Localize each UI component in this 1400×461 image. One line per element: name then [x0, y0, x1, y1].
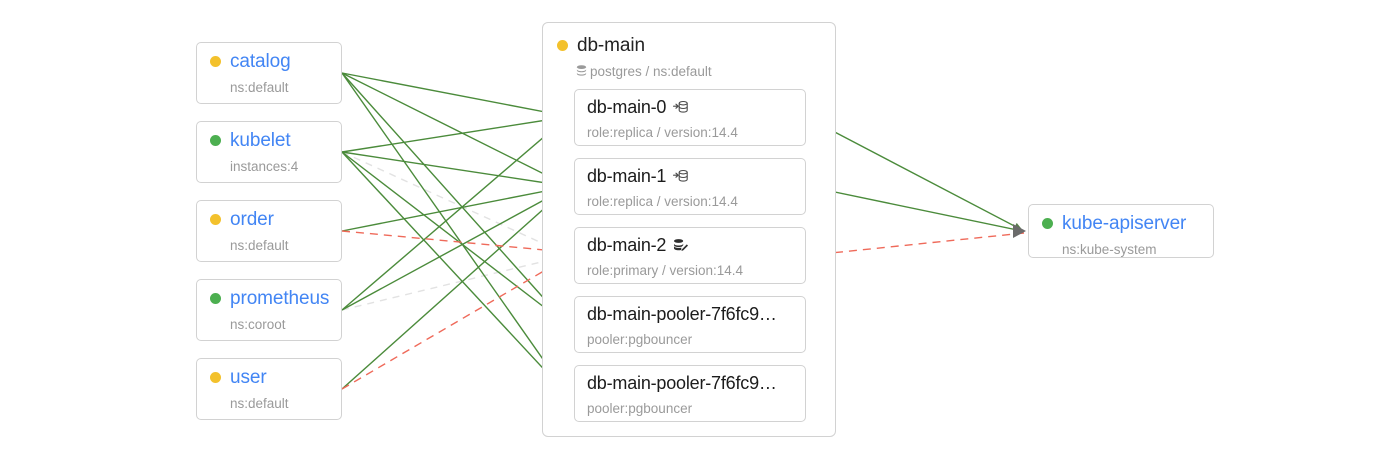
- edge-catalog-pooler-a: [341, 72, 567, 324]
- edge-kubelet-db-main-0: [341, 114, 567, 153]
- instance-subtitle: pooler:pgbouncer: [587, 401, 693, 416]
- node-title: kubelet: [210, 131, 328, 150]
- arrowhead-kube-apiserver-left: [1013, 224, 1026, 238]
- node-subtitle: ns:default: [230, 396, 289, 411]
- node-kubelet[interactable]: kubelet instances:4: [196, 121, 342, 183]
- edge-kubelet-db-main-2: [341, 151, 567, 255]
- edge-prometheus-db-main-1: [341, 187, 567, 311]
- node-prometheus[interactable]: prometheus ns:coroot: [196, 279, 342, 341]
- group-subtitle: postgres / ns:default: [576, 64, 835, 79]
- replica-icon: [673, 100, 688, 114]
- instance-title: db-main-1: [587, 167, 793, 185]
- instance-db-main-1[interactable]: db-main-1 role:replica / version:14.4: [574, 158, 806, 215]
- node-label: user: [230, 367, 267, 388]
- status-dot-green: [210, 135, 221, 146]
- node-label: order: [230, 209, 274, 230]
- node-label: kube-apiserver: [1062, 213, 1187, 234]
- edge-order-db-main-2: [341, 230, 567, 253]
- node-order[interactable]: order ns:default: [196, 200, 342, 262]
- edge-catalog-pooler-b: [341, 72, 567, 393]
- primary-icon: [673, 238, 689, 252]
- status-dot-yellow: [210, 56, 221, 67]
- group-label: db-main: [577, 35, 645, 56]
- instance-subtitle: role:replica / version:14.4: [587, 194, 738, 209]
- instance-db-main-pooler-b[interactable]: db-main-pooler-7f6fc9… pooler:pgbouncer: [574, 365, 806, 422]
- database-icon: [576, 65, 587, 78]
- instance-title: db-main-pooler-7f6fc9…: [587, 374, 793, 392]
- node-subtitle: instances:4: [230, 159, 299, 174]
- edge-kube-apiserver-db-main-2: [811, 232, 1025, 256]
- edge-prometheus-db-main-2: [341, 255, 567, 311]
- instance-subtitle: pooler:pgbouncer: [587, 332, 693, 347]
- instance-db-main-pooler-a[interactable]: db-main-pooler-7f6fc9… pooler:pgbouncer: [574, 296, 806, 353]
- instance-label: db-main-2: [587, 236, 667, 254]
- instance-label: db-main-pooler-7f6fc9…: [587, 374, 777, 392]
- instance-title: db-main-0: [587, 98, 793, 116]
- node-label: prometheus: [230, 288, 330, 309]
- instance-title: db-main-pooler-7f6fc9…: [587, 305, 793, 323]
- edge-user-db-main-1: [341, 188, 567, 390]
- instance-title: db-main-2: [587, 236, 793, 254]
- edge-user-db-main-2: [341, 257, 567, 390]
- edge-kubelet-pooler-a: [341, 151, 567, 325]
- instance-db-main-2[interactable]: db-main-2 role:primary / version:14.4: [574, 227, 806, 284]
- instance-label: db-main-1: [587, 167, 667, 185]
- node-subtitle: ns:default: [230, 80, 289, 95]
- status-dot-yellow: [557, 40, 568, 51]
- edge-db-main-0-kube-apiserver: [805, 116, 1023, 231]
- status-dot-green: [1042, 218, 1053, 229]
- edge-catalog-db-main-1: [341, 72, 567, 186]
- edge-order-db-main-1: [341, 184, 567, 232]
- node-title: kube-apiserver: [1042, 214, 1200, 233]
- group-title: db-main: [557, 36, 835, 55]
- instance-subtitle: role:replica / version:14.4: [587, 125, 738, 140]
- status-dot-green: [210, 293, 221, 304]
- edge-kubelet-pooler-b: [341, 151, 567, 394]
- node-label: catalog: [230, 51, 291, 72]
- node-title: user: [210, 368, 328, 387]
- node-user[interactable]: user ns:default: [196, 358, 342, 420]
- node-title: catalog: [210, 52, 328, 71]
- group-header: db-main postgres / ns:default: [543, 23, 835, 79]
- node-label: kubelet: [230, 130, 291, 151]
- node-subtitle: ns:kube-system: [1062, 242, 1157, 257]
- instance-label: db-main-0: [587, 98, 667, 116]
- edge-db-main-1-kube-apiserver: [805, 185, 1023, 234]
- node-kube-apiserver[interactable]: kube-apiserver ns:kube-system: [1028, 204, 1214, 258]
- status-dot-yellow: [210, 372, 221, 383]
- instance-subtitle: role:primary / version:14.4: [587, 263, 744, 278]
- node-catalog[interactable]: catalog ns:default: [196, 42, 342, 104]
- group-db-main[interactable]: db-main postgres / ns:default db-main-0: [542, 22, 836, 437]
- edge-prometheus-db-main-0: [341, 117, 567, 311]
- node-subtitle: ns:default: [230, 238, 289, 253]
- replica-icon: [673, 169, 688, 183]
- status-dot-yellow: [210, 214, 221, 225]
- instance-label: db-main-pooler-7f6fc9…: [587, 305, 777, 323]
- edge-catalog-db-main-0: [341, 72, 567, 119]
- group-subtitle-text: postgres / ns:default: [590, 64, 712, 79]
- node-title: order: [210, 210, 328, 229]
- instance-db-main-0[interactable]: db-main-0 role:replica / version:14.4: [574, 89, 806, 146]
- edge-kubelet-db-main-1: [341, 151, 567, 189]
- node-subtitle: ns:coroot: [230, 317, 286, 332]
- node-title: prometheus: [210, 288, 330, 309]
